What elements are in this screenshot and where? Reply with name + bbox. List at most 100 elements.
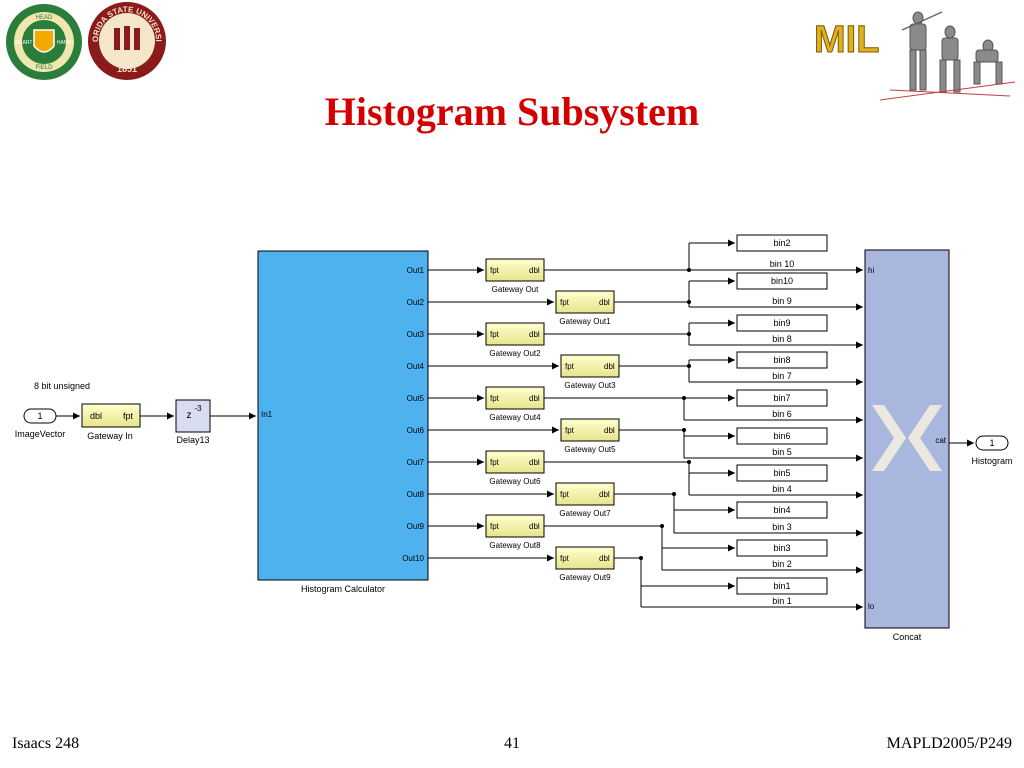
gateway-out-block[interactable] — [560, 354, 620, 378]
bin-display-block[interactable] — [736, 539, 828, 557]
gateway-out-block[interactable] — [485, 386, 545, 410]
bin-display-block[interactable] — [736, 389, 828, 407]
bin-signal-label: bin 6 — [772, 409, 792, 419]
mil-text: MIL — [814, 19, 879, 61]
wire-junction — [687, 364, 691, 368]
calculator-in1: In1 — [261, 410, 273, 419]
wire-junction — [687, 460, 691, 464]
gateway-in-left: dbl — [90, 411, 102, 421]
gateway-out-label: Gateway Out5 — [564, 445, 616, 454]
bin-display-block[interactable] — [736, 351, 828, 369]
gateway-out-left: fpt — [490, 522, 500, 531]
gateway-out-right: dbl — [604, 362, 615, 371]
fsu-seal-logo: FLORIDA STATE UNIVERSITY 1851 — [86, 0, 166, 80]
bin-display-label: bin9 — [773, 318, 790, 328]
calculator-out-label: Out8 — [407, 490, 425, 499]
bin-signal-label: bin 7 — [772, 371, 792, 381]
bin-display-label: bin6 — [773, 431, 790, 441]
gateway-out-block[interactable] — [485, 322, 545, 346]
bin-display-block[interactable] — [736, 577, 828, 595]
calculator-label: Histogram Calculator — [301, 584, 385, 594]
gateway-out-block[interactable] — [555, 482, 615, 506]
delay-exp: -3 — [194, 404, 202, 413]
xilinx-logo-icon — [872, 405, 942, 471]
gateway-out-block[interactable] — [485, 258, 545, 282]
bin-display-block[interactable] — [736, 427, 828, 445]
output-port-label: Histogram — [971, 456, 1012, 466]
concat-label: Concat — [893, 632, 922, 642]
bin-display-block[interactable] — [736, 272, 828, 290]
bin-display-label: bin4 — [773, 505, 790, 515]
delay13-block[interactable] — [175, 399, 211, 433]
bin-display-block[interactable] — [736, 314, 828, 332]
input-annotation: 8 bit unsigned — [34, 381, 90, 391]
gateway-out-right: dbl — [529, 266, 540, 275]
gateway-out-label: Gateway Out8 — [489, 541, 541, 550]
bin-signal-label: bin 5 — [772, 447, 792, 457]
gateway-out-block[interactable] — [555, 546, 615, 570]
famu-head-text: HEAD — [36, 15, 53, 21]
concat-lo: lo — [868, 602, 875, 611]
wire-junction — [672, 492, 676, 496]
gateway-out-right: dbl — [529, 394, 540, 403]
output-port-number: 1 — [989, 438, 994, 448]
gateway-out-left: fpt — [490, 394, 500, 403]
gateway-out-left: fpt — [560, 554, 570, 563]
gateway-out-right: dbl — [599, 298, 610, 307]
calculator-out-label: Out9 — [407, 522, 425, 531]
gateway-out-left: fpt — [490, 458, 500, 467]
bin-display-label: bin7 — [773, 393, 790, 403]
famu-hand-text: HAND — [57, 40, 72, 46]
mil-lab-logo: MIL — [814, 11, 1016, 101]
gateway-out-label: Gateway Out6 — [489, 477, 541, 486]
bin-display-block[interactable] — [736, 501, 828, 519]
gateway-out-left: fpt — [565, 426, 575, 435]
bin-display-label: bin10 — [771, 276, 793, 286]
bin-signal-label: bin 10 — [770, 259, 795, 269]
gateway-out-right: dbl — [529, 330, 540, 339]
histogram-subsystem-diagram: 8 bit unsigned 1 ImageVector dbl fpt Gat… — [15, 234, 1013, 642]
calculator-out-label: Out3 — [407, 330, 425, 339]
gateway-in-label: Gateway In — [87, 431, 133, 441]
gateway-out-right: dbl — [599, 554, 610, 563]
input-port-label: ImageVector — [15, 429, 66, 439]
gateway-out-label: Gateway Out9 — [559, 573, 611, 582]
bin-signal-label: bin 4 — [772, 484, 792, 494]
concat-block[interactable] — [864, 249, 950, 629]
famu-seal-logo: HEAD HEART HAND FIELD — [6, 4, 82, 80]
footer-page-number: 41 — [504, 735, 520, 752]
calculator-out-label: Out5 — [407, 394, 425, 403]
bin-signal-label: bin 2 — [772, 559, 792, 569]
output-port-histogram[interactable] — [975, 435, 1009, 451]
calculator-out-label: Out10 — [402, 554, 424, 563]
bin-signal-label: bin 1 — [772, 596, 792, 606]
wire-junction — [660, 524, 664, 528]
wire-junction — [687, 300, 691, 304]
bin-display-label: bin8 — [773, 355, 790, 365]
histogram-calculator-block[interactable] — [257, 250, 429, 581]
slide-title: Histogram Subsystem — [324, 89, 700, 134]
gateway-out-block[interactable] — [485, 450, 545, 474]
gateway-out-left: fpt — [560, 298, 570, 307]
gateway-out-right: dbl — [529, 458, 540, 467]
gateway-out-block[interactable] — [485, 514, 545, 538]
concat-cat: cat — [935, 436, 946, 445]
calculator-out-label: Out4 — [407, 362, 425, 371]
famu-heart-text: HEART — [16, 40, 33, 46]
bin-signal-label: bin 9 — [772, 296, 792, 306]
bin-display-block[interactable] — [736, 234, 828, 252]
gateway-out-right: dbl — [599, 490, 610, 499]
gateway-out-block[interactable] — [555, 290, 615, 314]
wire-junction — [682, 428, 686, 432]
bin-display-label: bin5 — [773, 468, 790, 478]
gateway-out-label: Gateway Out — [492, 285, 539, 294]
bin-display-block[interactable] — [736, 464, 828, 482]
gateway-in-right: fpt — [123, 411, 134, 421]
bin-display-label: bin1 — [773, 581, 790, 591]
bin-display-label: bin2 — [773, 238, 790, 248]
bin-signal-label: bin 3 — [772, 522, 792, 532]
famu-field-text: FIELD — [35, 65, 53, 71]
gateway-out-label: Gateway Out4 — [489, 413, 541, 422]
concat-hi: hi — [868, 266, 874, 275]
gateway-out-block[interactable] — [560, 418, 620, 442]
